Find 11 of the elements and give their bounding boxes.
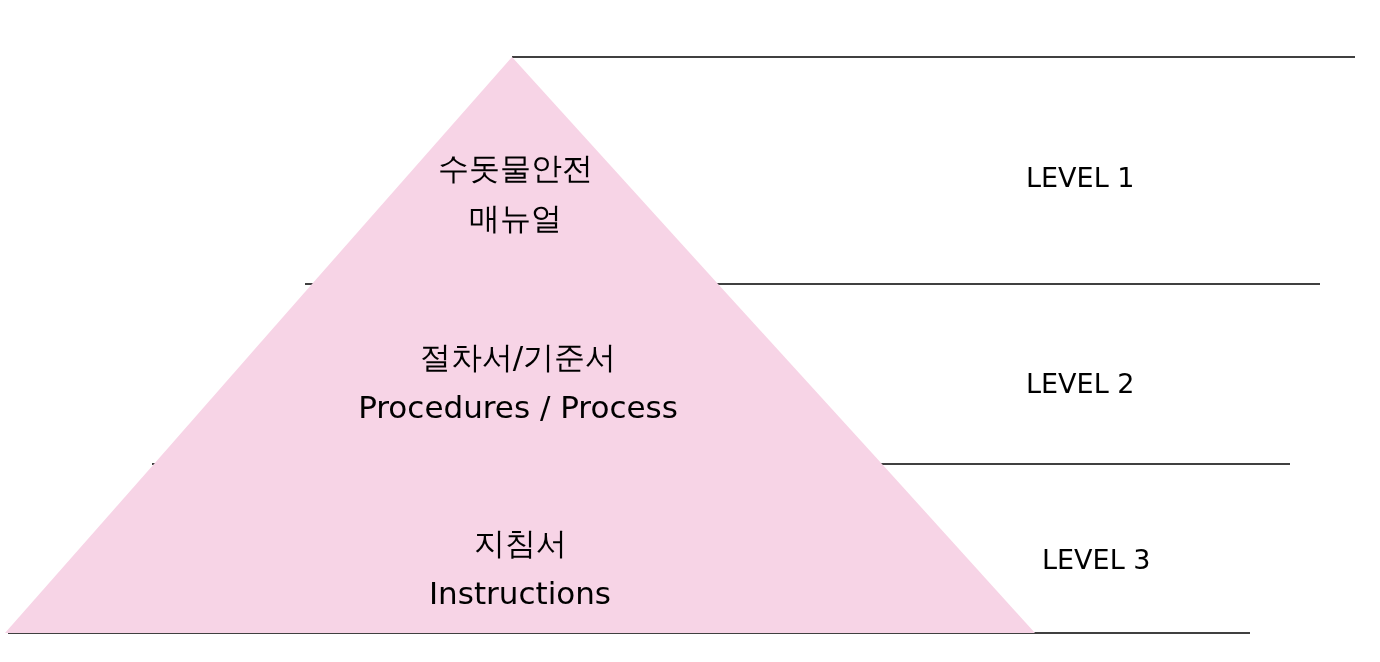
level-label: LEVEL 2 — [1026, 368, 1135, 399]
level-label: LEVEL 3 — [1042, 544, 1151, 575]
level-text: 절차서/기준서 — [419, 338, 617, 377]
level-text: 수돗물안전 매뉴얼 — [436, 149, 594, 238]
level-text: Procedures / Process — [358, 388, 678, 427]
level-label: LEVEL 1 — [1026, 162, 1135, 193]
pyramid-level — [5, 464, 1035, 633]
level-text: Instructions — [428, 574, 612, 613]
pyramid-level — [154, 284, 882, 464]
level-text: 지침서 — [473, 524, 567, 563]
pyramid-level — [312, 57, 718, 284]
